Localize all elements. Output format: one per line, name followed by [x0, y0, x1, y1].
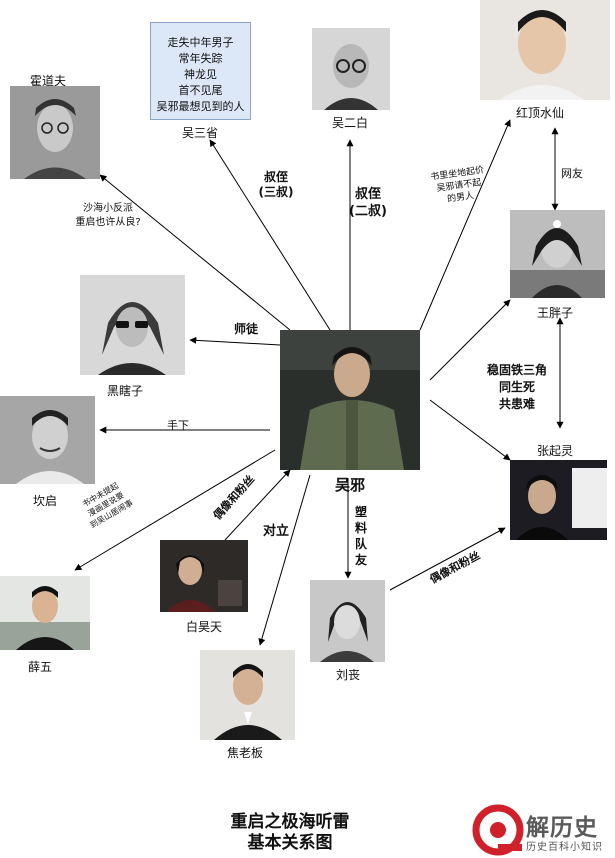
name-wang-pangzi: 王胖子	[536, 306, 573, 320]
name-kan-qi: 坎启	[32, 494, 57, 508]
name-xue-wu: 薛五	[27, 660, 52, 674]
note-line: 神龙见	[184, 68, 217, 81]
name-wu-xie-center: 吴邪	[334, 476, 365, 494]
rel-master: 师徒	[233, 322, 258, 336]
rel-text: 共患难	[498, 397, 535, 411]
note-line: 走失中年男子	[167, 36, 234, 49]
name-bai-haotian: 白昊天	[185, 620, 222, 634]
portrait-hei-xiazi	[80, 275, 185, 375]
edge-huo-daofu	[99, 174, 291, 331]
rel-wangyou: 网友	[561, 167, 583, 180]
rel-huo-daofu: 沙海小反派 重启也许从良?	[58, 202, 158, 230]
portrait-hongding	[480, 0, 610, 100]
portrait-liu-sang	[310, 580, 385, 662]
rel-text: 塑	[354, 505, 367, 519]
rel-iron-triangle: 稳固铁三角 同生死 共患难	[475, 362, 559, 413]
edge-bai-haotian	[224, 469, 291, 541]
portrait-huo-daofu	[10, 86, 100, 179]
title-line: 重启之极海听雷	[230, 812, 350, 832]
edge-xue-wu	[74, 449, 276, 571]
edge-hongding	[419, 119, 511, 331]
rel-subordinate: 手下	[167, 419, 189, 432]
site-logo: 解历史 历史百科小知识	[470, 800, 615, 858]
portrait-wang-pangzi	[510, 210, 605, 298]
edge-wu-sanxing	[209, 139, 331, 331]
rel-text: 稳固铁三角	[486, 363, 547, 377]
note-line: 吴邪最想见到的人	[156, 100, 245, 113]
rel-text: 友	[354, 553, 367, 567]
diagram-title: 重启之极海听雷 基本关系图	[170, 812, 410, 854]
rel-text: 队	[354, 537, 367, 551]
logo-mark-icon	[472, 804, 524, 856]
portrait-wu-erbai	[312, 28, 390, 110]
rel-uncle-erbai: 叔侄 (二叔)	[346, 186, 390, 220]
portrait-jiao-laoban	[200, 650, 295, 740]
rel-text: 料	[354, 521, 367, 535]
name-wu-erbai: 吴二白	[331, 116, 368, 130]
rel-text: 同生死	[498, 380, 535, 394]
rel-text: 沙海小反派	[83, 203, 133, 214]
title-line: 基本关系图	[247, 833, 333, 853]
rel-opposed: 对立	[262, 524, 289, 539]
edge-jiao-laoban	[258, 474, 311, 646]
edge-hei-xiazi	[189, 336, 281, 346]
name-liu-sang: 刘丧	[335, 668, 360, 682]
name-hei-xiazi: 黑瞎子	[106, 384, 143, 398]
portrait-bai-haotian	[160, 540, 248, 612]
portrait-kan-qi	[0, 396, 95, 484]
rel-uncle-sanxing: 叔侄 (三叔)	[256, 170, 296, 200]
edge-liu-zhang	[389, 527, 506, 591]
rel-text: (二叔)	[349, 204, 387, 219]
rel-text: 叔侄	[354, 187, 381, 202]
rel-plastic-band: 塑 料 队 友	[352, 504, 370, 568]
portrait-xue-wu	[0, 576, 90, 650]
edge-wang-pangzi	[429, 299, 511, 381]
name-wu-sanxing: 吴三省	[181, 126, 218, 140]
name-jiao-laoban: 焦老板	[226, 746, 263, 760]
note-line: 首不见尾	[178, 84, 223, 97]
edge-zhang-qiling	[429, 399, 511, 461]
rel-text: 叔侄	[263, 170, 288, 184]
name-huo-daofu: 霍道夫	[29, 74, 66, 88]
rel-text: 重启也许从良?	[75, 217, 141, 228]
name-hongding: 红顶水仙	[515, 106, 564, 120]
name-zhang-qiling: 张起灵	[536, 444, 573, 458]
portrait-wu-xie	[280, 330, 420, 470]
logo-subtitle: 历史百科小知识	[526, 842, 603, 853]
logo-brand: 解历史	[526, 815, 598, 841]
note-line: 常年失踪	[178, 52, 223, 65]
wu-sanxing-note: 走失中年男子 常年失踪 神龙见 首不见尾 吴邪最想见到的人	[150, 22, 251, 120]
rel-text: (三叔)	[258, 185, 294, 199]
portrait-zhang-qiling	[510, 460, 607, 540]
